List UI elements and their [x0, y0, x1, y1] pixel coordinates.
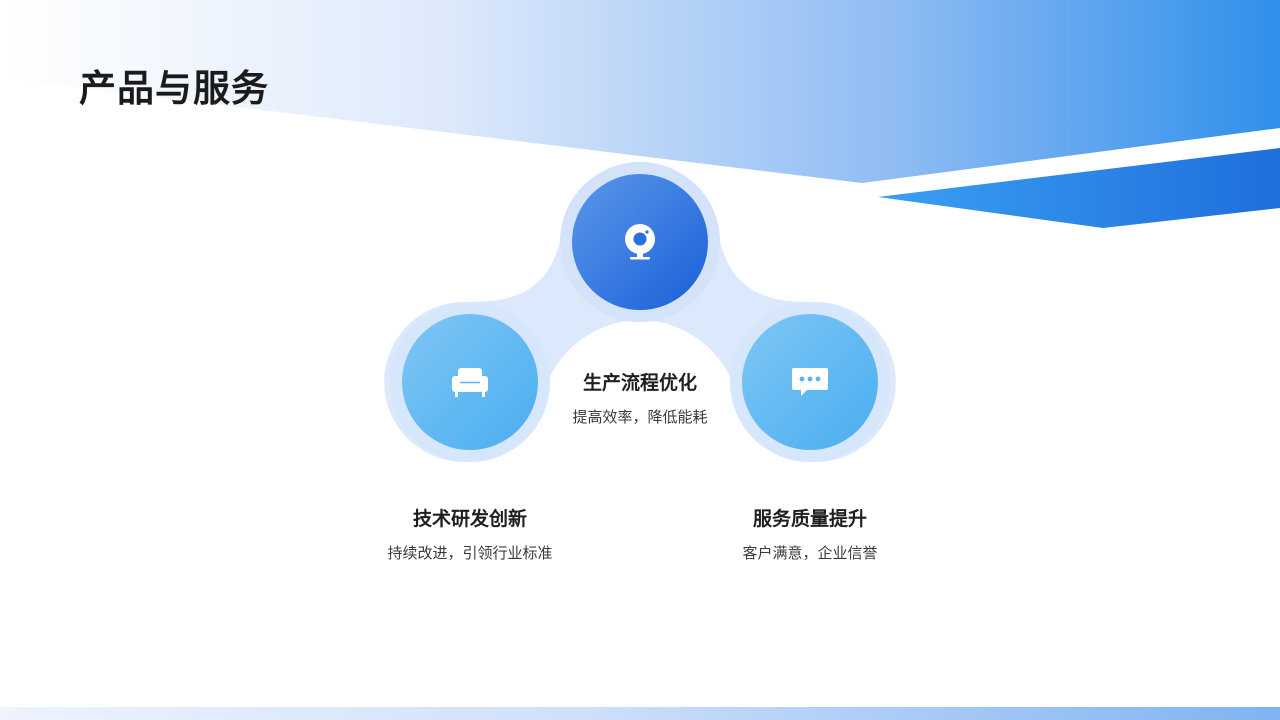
sofa-icon — [452, 368, 488, 397]
right-item-title: 服务质量提升 — [752, 508, 867, 530]
center-description: 提高效率，降低能耗 — [572, 408, 708, 426]
top-gradient-band — [0, 0, 1280, 183]
right-item-description: 客户满意，企业信誉 — [742, 544, 878, 562]
left-item-title: 技术研发创新 — [412, 508, 527, 530]
chat-bubble-icon — [792, 368, 828, 396]
left-circle-icon-wrap — [450, 362, 490, 402]
center-text-block: 生产流程优化 提高效率，降低能耗 — [540, 366, 740, 428]
right-circle-icon-wrap — [790, 362, 830, 402]
left-item-block: 技术研发创新 持续改进，引领行业标准 — [350, 502, 590, 564]
accent-stripe — [878, 148, 1280, 228]
center-title: 生产流程优化 — [582, 372, 697, 394]
left-item-description: 持续改进，引领行业标准 — [387, 544, 553, 562]
top-circle-icon-wrap — [620, 222, 660, 262]
bottom-gradient-bar — [0, 707, 1280, 720]
webcam-icon — [625, 224, 655, 260]
right-item-block: 服务质量提升 客户满意，企业信誉 — [690, 502, 930, 564]
page-title: 产品与服务 — [79, 67, 269, 110]
